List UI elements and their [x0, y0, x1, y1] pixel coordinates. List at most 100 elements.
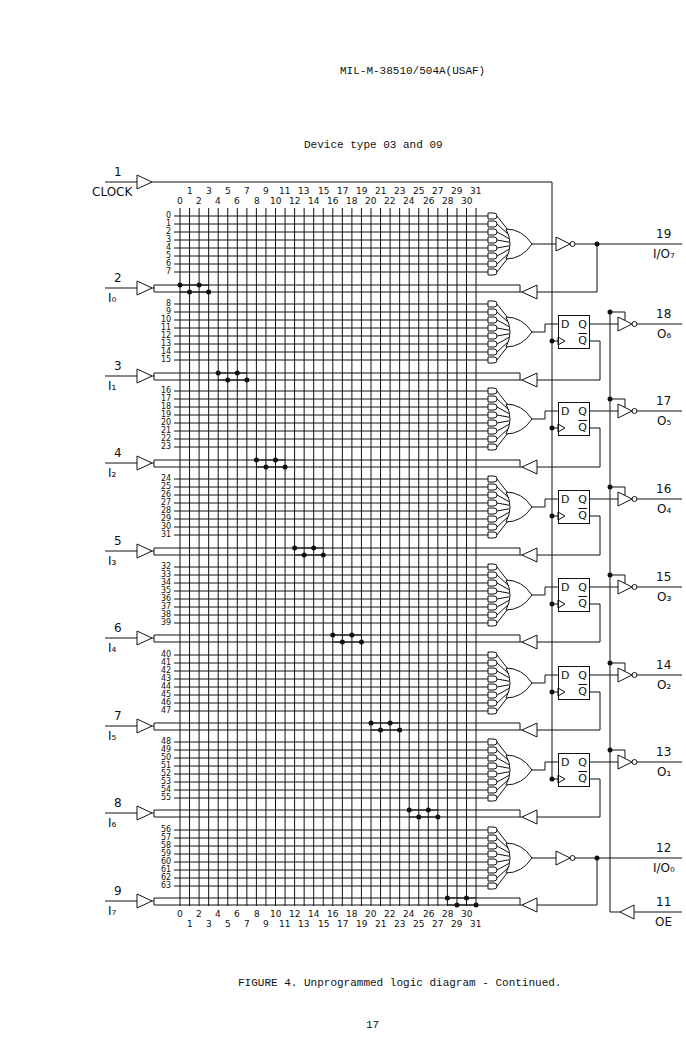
or-gate: [506, 668, 532, 698]
column-number: 23: [394, 920, 405, 929]
and-gate: [488, 763, 497, 769]
product-term-row: [174, 575, 488, 576]
and-gate: [488, 692, 497, 698]
and-gate: [488, 700, 497, 706]
product-term-row: [174, 415, 488, 416]
product-term-row: [174, 240, 488, 241]
input-column: [275, 208, 276, 906]
product-term-row: [174, 320, 488, 321]
input-column: [285, 208, 286, 906]
row-number: 30: [161, 523, 171, 531]
product-term-row: [174, 742, 488, 743]
row-number: 58: [161, 842, 171, 850]
column-number: 19: [356, 187, 367, 196]
row-number: 32: [161, 563, 171, 571]
column-number: 2: [196, 910, 202, 919]
pin-wire: [637, 587, 682, 588]
signal-name: O₁: [657, 766, 671, 778]
wire: [545, 762, 558, 763]
product-term-row: [174, 687, 488, 688]
fuse-dot: [340, 640, 345, 645]
input-column: [180, 208, 181, 906]
column-number: 27: [432, 187, 443, 196]
pin-number: 12: [656, 842, 671, 854]
wire: [532, 683, 545, 684]
and-gate: [488, 827, 497, 833]
wire: [590, 411, 618, 412]
column-number: 16: [327, 910, 338, 919]
row-number: 39: [161, 619, 171, 627]
row-number: 20: [161, 419, 171, 427]
pin-number: 16: [656, 483, 671, 495]
row-number: 60: [161, 858, 171, 866]
column-number: 5: [225, 920, 231, 929]
column-number: 8: [254, 197, 260, 206]
d-flip-flop: DQQ: [558, 315, 590, 349]
row-number: 48: [161, 738, 171, 746]
wire: [545, 499, 546, 507]
wire: [154, 460, 155, 467]
wire: [545, 324, 558, 325]
column-number: 28: [442, 197, 453, 206]
product-term-row: [174, 750, 488, 751]
wire: [532, 332, 545, 333]
d-flip-flop: DQQ: [558, 666, 590, 700]
feedback-wire: [537, 905, 597, 906]
column-number: 30: [461, 910, 472, 919]
port-label: Q: [578, 510, 587, 521]
wire: [545, 411, 546, 419]
signal-name: I₅: [108, 730, 116, 742]
signal-name: I/O₀: [653, 862, 675, 874]
row-number: 38: [161, 611, 171, 619]
oe-wire: [625, 750, 626, 758]
wire: [154, 723, 155, 730]
and-gate: [488, 739, 497, 745]
feedback-wire: [537, 292, 597, 293]
feedback-buffer: [522, 898, 537, 912]
row-number: 28: [161, 507, 171, 515]
product-term-row: [174, 248, 488, 249]
signal-name: O₂: [657, 679, 671, 691]
wire: [497, 503, 509, 505]
row-number: 10: [161, 316, 171, 324]
wire: [154, 817, 438, 818]
product-term-row: [174, 846, 488, 847]
wire: [545, 587, 558, 588]
wire: [497, 583, 509, 590]
and-gate: [488, 572, 497, 578]
and-gate: [488, 444, 497, 450]
fuse-dot: [445, 896, 450, 901]
pin-wire: [637, 762, 682, 763]
and-gate: [488, 484, 497, 490]
wire: [497, 246, 509, 248]
input-buffer: [137, 719, 152, 733]
column-number: 14: [308, 197, 319, 206]
product-term-row: [174, 870, 488, 871]
and-gate: [488, 229, 497, 235]
product-term-row: [174, 503, 488, 504]
port-label: Q: [578, 406, 587, 417]
row-number: 27: [161, 499, 171, 507]
feedback-wire: [600, 692, 601, 730]
and-gate: [488, 596, 497, 602]
wire: [545, 762, 546, 770]
input-column: [437, 208, 438, 906]
input-buffer: [137, 806, 152, 820]
clock-input: [558, 600, 565, 608]
row-number: 45: [161, 691, 171, 699]
column-number: 6: [234, 910, 240, 919]
product-term-row: [174, 232, 488, 233]
port-label: D: [561, 757, 569, 768]
and-gate: [488, 396, 497, 402]
row-number: 15: [161, 356, 171, 364]
and-gate: [488, 580, 497, 586]
and-gate: [488, 301, 497, 307]
input-column: [218, 208, 219, 906]
product-term-row: [174, 360, 488, 361]
product-term-row: [174, 567, 488, 568]
wire: [590, 675, 618, 676]
wire: [218, 380, 522, 381]
and-gate: [488, 859, 497, 865]
pin-wire: [105, 638, 137, 639]
pin-wire: [105, 726, 137, 727]
